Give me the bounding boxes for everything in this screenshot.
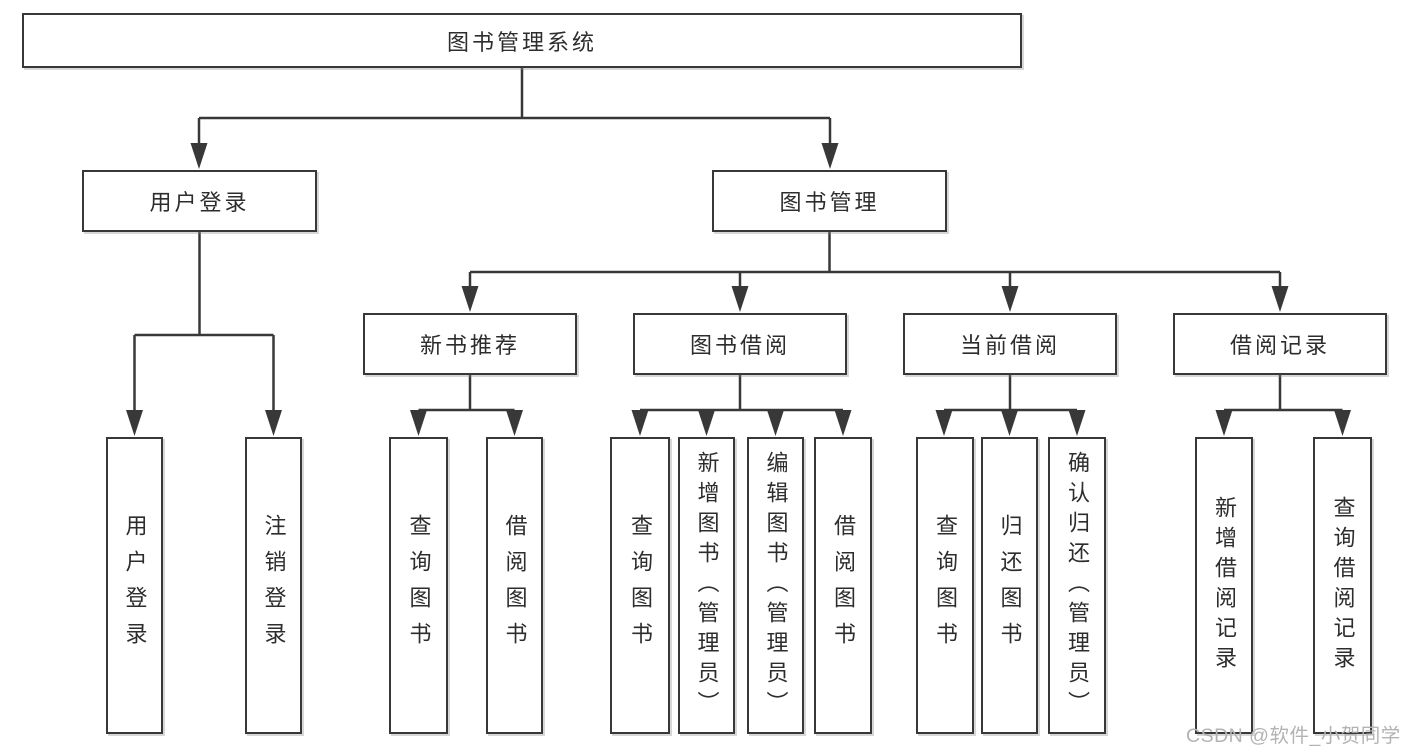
node-book-management-label: 图书管理 [779,190,880,215]
leaf-query-borrow-record-label: 查询借阅记录 [1330,495,1356,676]
node-new-book-recommendation: 新书推荐 [363,313,577,375]
arrow-down-icon [190,143,208,169]
leaf-borrow-books-1-label: 借阅图书 [502,513,528,658]
node-borrowing-records: 借阅记录 [1173,313,1387,375]
leaf-add-books-admin-label: 新增图书（管理员） [694,450,720,721]
node-book-borrowing: 图书借阅 [633,313,847,375]
arrow-down-icon [1068,410,1086,436]
arrow-down-icon [731,286,749,312]
arrow-down-icon [821,143,839,169]
node-root-label: 图书管理系统 [446,29,597,55]
node-book-management: 图书管理 [712,170,947,232]
leaf-query-borrow-record: 查询借阅记录 [1313,437,1372,734]
leaf-return-books: 归还图书 [981,437,1038,734]
node-root: 图书管理系统 [22,13,1022,68]
node-current-borrowing-label: 当前借阅 [959,333,1060,358]
arrow-down-icon [1001,410,1018,436]
leaf-edit-books-admin-label: 编辑图书（管理员） [763,450,789,721]
leaf-query-books-3: 查询图书 [916,437,974,734]
node-book-borrowing-label: 图书借阅 [689,333,790,358]
leaf-query-books-2: 查询图书 [610,437,670,734]
leaf-add-borrow-record-label: 新增借阅记录 [1212,495,1237,676]
node-new-book-recommendation-label: 新书推荐 [419,333,520,358]
leaf-query-books-2-label: 查询图书 [628,513,653,658]
arrow-down-icon [834,410,852,436]
arrow-down-icon [935,410,953,436]
arrow-down-icon [631,410,649,436]
leaf-logout-label: 注销登录 [261,513,287,658]
arrow-down-icon [1271,286,1289,312]
leaf-add-books-admin: 新增图书（管理员） [678,437,735,734]
arrow-down-icon [698,410,715,436]
arrow-down-icon [265,410,282,436]
leaf-confirm-return-admin: 确认归还（管理员） [1048,437,1106,734]
node-user-login-label: 用户登录 [149,190,250,215]
leaf-borrow-books-2: 借阅图书 [814,437,872,734]
leaf-add-borrow-record: 新增借阅记录 [1195,437,1253,734]
csdn-watermark: CSDN @软件_小贺同学 [1186,725,1401,747]
leaf-edit-books-admin: 编辑图书（管理员） [747,437,804,734]
arrow-down-icon [461,286,479,312]
leaf-user-login: 用户登录 [106,437,163,734]
leaf-query-books-1-label: 查询图书 [406,513,432,658]
arrow-down-icon [506,410,523,436]
arrow-down-icon [767,410,784,436]
leaf-logout: 注销登录 [245,437,302,734]
arrow-down-icon [1215,410,1233,436]
node-current-borrowing: 当前借阅 [903,313,1117,375]
leaf-user-login-label: 用户登录 [122,513,148,658]
leaf-borrow-books-1: 借阅图书 [486,437,543,734]
node-user-login: 用户登录 [82,170,317,232]
leaf-return-books-label: 归还图书 [997,513,1023,658]
leaf-borrow-books-2-label: 借阅图书 [831,513,856,658]
leaf-confirm-return-admin-label: 确认归还（管理员） [1065,450,1090,721]
leaf-query-books-3-label: 查询图书 [933,513,958,658]
leaf-query-books-1: 查询图书 [389,437,448,734]
arrow-down-icon [126,410,143,436]
node-borrowing-records-label: 借阅记录 [1229,333,1330,358]
arrow-down-icon [1334,410,1351,436]
arrow-down-icon [1001,286,1019,312]
arrow-down-icon [410,410,427,436]
